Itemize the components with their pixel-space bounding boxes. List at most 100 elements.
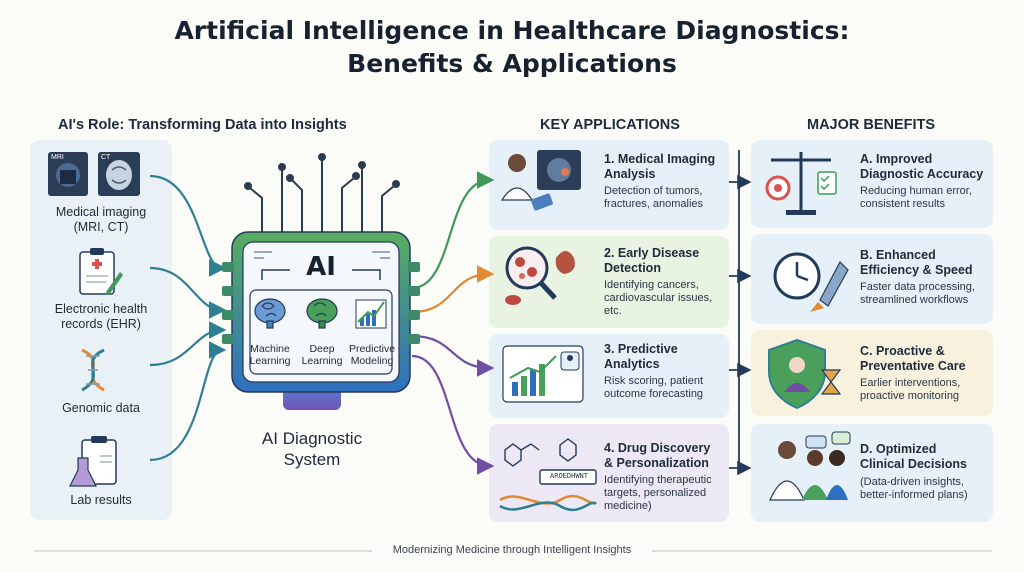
benefits-heading: MAJOR BENEFITS (807, 117, 936, 133)
predictive-chart-icon (502, 345, 584, 403)
ehr-clipboard-icon (79, 248, 123, 295)
benefit-connectors (729, 150, 752, 476)
connector-ehr (149, 266, 227, 319)
title-line: 1. Medical Imaging (604, 152, 716, 166)
input-label-line: Electronic health (54, 302, 148, 316)
benefit-a-title: A. Improved Diagnostic Accuracy (860, 152, 983, 182)
input-label-line: Lab results (70, 493, 132, 507)
desc-line: medicine) (604, 500, 652, 512)
system-name-line: System (283, 450, 341, 469)
desc-line: Detection of tumors, (604, 185, 703, 197)
input-label-line: records (EHR) (61, 317, 141, 331)
benefit-c-desc: Earlier interventions, proactive monitor… (860, 377, 960, 403)
application-1-title: 1. Medical Imaging Analysis (604, 152, 715, 182)
drug-screen-text: AROEDHWNT (550, 472, 588, 480)
connector-app-3 (411, 334, 495, 377)
clinicians-icon (769, 431, 851, 501)
title-line: 3. Predictive (604, 342, 678, 356)
title-line: C. Proactive & (860, 344, 945, 358)
title-line: A. Improved (860, 152, 933, 166)
ct-tag: CT (101, 154, 111, 161)
inputs-heading: AI's Role: Transforming Data into Insigh… (58, 117, 347, 133)
input-label-line: Genomic data (62, 401, 140, 415)
input-label-line: Medical imaging (55, 205, 147, 219)
input-genomic: Genomic data (30, 401, 172, 416)
ai-chip (222, 231, 420, 410)
lab-flask-icon (69, 436, 117, 487)
title-line: Analytics (604, 357, 660, 371)
desc-line: Faster data processing, (860, 281, 975, 293)
ct-scan-icon (98, 152, 140, 196)
title-line: Clinical Decisions (860, 457, 967, 471)
application-4-desc: Identifying therapeutic targets, persona… (604, 474, 712, 513)
benefit-b-desc: Faster data processing, streamlined work… (860, 281, 975, 307)
desc-line: Risk scoring, patient (604, 375, 704, 387)
desc-line: streamlined workflows (860, 294, 969, 306)
application-1-desc: Detection of tumors, fractures, anomalie… (604, 185, 703, 211)
title-line: Efficiency & Speed (860, 263, 973, 277)
module-label-line: Machine (250, 343, 290, 355)
trend-chart-icon (355, 299, 387, 329)
application-2-title: 2. Early Disease Detection (604, 246, 699, 276)
desc-line: etc. (604, 305, 622, 317)
title-line: 2. Early Disease (604, 246, 700, 260)
mri-tag: MRI (51, 154, 64, 161)
title-line-2: Benefits & Applications (347, 49, 677, 78)
module-deep-learning: Deep Learning (296, 343, 348, 367)
application-2-desc: Identifying cancers, cardiovascular issu… (604, 279, 712, 318)
connector-app-1 (411, 171, 495, 290)
title-line: Preventative Care (860, 359, 966, 373)
chip-wires (244, 153, 400, 232)
molecule-dna-icon (499, 438, 597, 512)
title-line: 4. Drug Discovery (604, 441, 711, 455)
clock-rocket-icon (773, 252, 849, 312)
desc-line: consistent results (860, 198, 945, 210)
connector-lab (149, 341, 227, 462)
doctor-imaging-icon (500, 150, 581, 211)
input-lab-results: Lab results (30, 493, 172, 508)
system-name-line: AI Diagnostic (261, 429, 363, 448)
desc-line: cardiovascular issues, (604, 292, 713, 304)
output-connectors (411, 171, 495, 475)
magnifier-disease-icon (505, 246, 575, 305)
benefit-card-d (751, 424, 993, 522)
connector-app-4 (411, 354, 495, 475)
module-label-line: Learning (301, 355, 343, 367)
benefit-d-desc: (Data-driven insights, better-informed p… (860, 476, 968, 502)
desc-line: Reducing human error, (860, 185, 972, 197)
application-card-1 (489, 140, 729, 230)
ai-chip-label: AI (306, 252, 336, 282)
dna-icon (81, 348, 105, 392)
benefit-c-title: C. Proactive & Preventative Care (860, 344, 966, 374)
title-line-1: Artificial Intelligence in Healthcare Di… (174, 16, 850, 45)
desc-line: better-informed plans) (860, 489, 968, 501)
desc-line: Identifying cancers, (604, 279, 699, 291)
module-machine-learning: Machine Learning (244, 343, 296, 367)
ai-system-name: AI Diagnostic System (212, 428, 412, 470)
application-4-title: 4. Drug Discovery & Personalization (604, 441, 710, 471)
page-title: Artificial Intelligence in Healthcare Di… (0, 14, 1024, 80)
input-ehr: Electronic health records (EHR) (30, 302, 172, 332)
deep-learning-brain-icon (306, 298, 338, 329)
benefit-b-title: B. Enhanced Efficiency & Speed (860, 248, 973, 278)
desc-line: outcome forecasting (604, 388, 704, 400)
title-line: B. Enhanced (860, 248, 936, 262)
benefit-d-title: D. Optimized Clinical Decisions (860, 442, 967, 472)
desc-line: (Data-driven insights, (860, 476, 964, 488)
title-line: Detection (604, 261, 661, 275)
input-medical-imaging: Medical imaging (MRI, CT) (30, 205, 172, 235)
module-label-line: Predictive (348, 343, 396, 355)
scale-accuracy-icon (765, 152, 837, 215)
benefit-a-desc: Reducing human error, consistent results (860, 185, 972, 211)
title-line: Diagnostic Accuracy (860, 167, 984, 181)
module-predictive-modeling: Predictive Modeling (344, 343, 400, 367)
title-line: Analysis (604, 167, 656, 181)
applications-heading: KEY APPLICATIONS (540, 117, 680, 133)
application-3-title: 3. Predictive Analytics (604, 342, 678, 372)
title-line: & Personalization (604, 456, 709, 470)
connector-imaging (149, 174, 227, 277)
application-3-desc: Risk scoring, patient outcome forecastin… (604, 375, 703, 401)
input-label-line: (MRI, CT) (73, 220, 129, 234)
shield-hourglass-icon (768, 338, 842, 410)
